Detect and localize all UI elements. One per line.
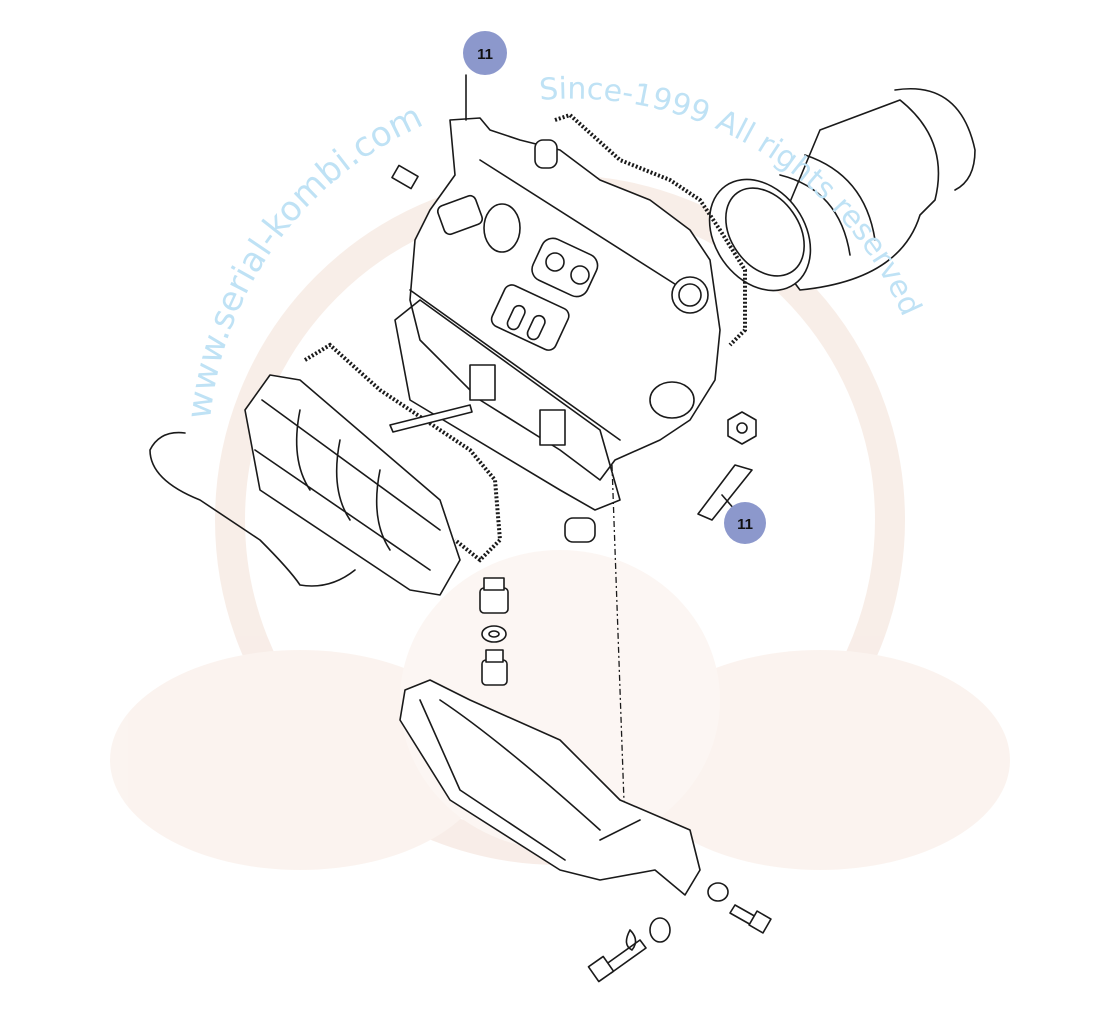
cylinder-barrel [708,88,976,292]
spring-washer [625,929,637,951]
callout-bottom: 11 [724,502,766,544]
alignment-line [611,464,626,831]
bolt-right [729,904,772,934]
nut [727,411,757,445]
stud-bolt [697,464,753,521]
washer [481,625,507,643]
grommet [479,577,509,614]
valve-cover [244,374,461,596]
stud-top [391,164,419,190]
retaining-clip [149,431,356,587]
callout-top: 11 [463,31,507,75]
valve-cover-gasket [303,342,503,563]
plug [564,517,596,543]
rocker-block [539,409,566,446]
bolt-left [587,939,647,983]
washer-bottom [649,917,671,943]
washer-right [707,882,729,902]
heat-deflector-plate [399,679,701,896]
svg-text:11: 11 [737,516,753,533]
cover-gasket-top [554,112,747,347]
svg-text:11: 11 [477,46,493,63]
watermark-text-left: www.serial-kombi.com [179,97,429,422]
rocker-block [469,364,496,401]
cap-nut [481,649,508,686]
stud-long [389,404,473,433]
